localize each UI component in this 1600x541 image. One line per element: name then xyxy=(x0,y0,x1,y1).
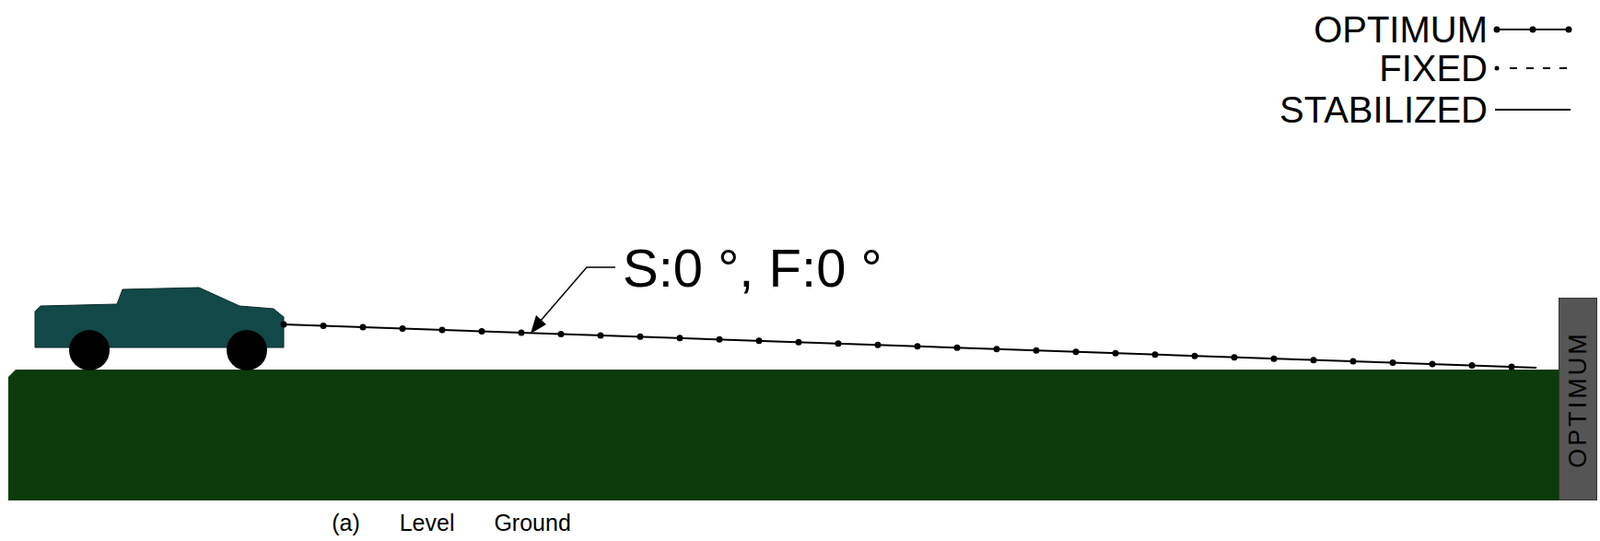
line-dot xyxy=(1231,353,1238,361)
line-dot xyxy=(1508,363,1516,371)
line-dot xyxy=(716,336,724,343)
line-dot xyxy=(597,331,605,339)
line-dot xyxy=(1033,347,1040,354)
line-dot xyxy=(558,330,565,338)
line-dot xyxy=(993,345,1001,352)
truck-wheel xyxy=(69,329,110,371)
line-dot xyxy=(1191,352,1199,360)
line-dot xyxy=(875,341,882,349)
line-dot xyxy=(756,337,763,344)
legend-sample xyxy=(1493,20,1573,39)
angle-label: S:0 °, F:0 ° xyxy=(622,241,883,295)
legend-sample xyxy=(1493,100,1573,119)
line-dot xyxy=(835,339,842,347)
sight-line-dots xyxy=(280,321,1516,371)
legend-row: FIXED xyxy=(1378,49,1573,87)
sight-line xyxy=(283,324,1537,368)
legend-row: OPTIMUM xyxy=(1313,11,1573,48)
legend-sample xyxy=(1493,58,1573,78)
truck-wheel xyxy=(226,329,268,371)
line-dot xyxy=(637,333,644,340)
optimum-post: OPTIMUM xyxy=(1558,297,1598,501)
line-dot xyxy=(1469,362,1476,369)
line-dot xyxy=(1152,350,1159,358)
line-dot xyxy=(954,344,961,351)
line-dot xyxy=(1112,350,1120,357)
line-dot xyxy=(478,327,486,335)
leader-line xyxy=(539,267,616,322)
line-dot xyxy=(1271,355,1278,363)
line-dot xyxy=(1310,356,1318,363)
legend-text: STABILIZED xyxy=(1279,91,1488,129)
line-dot xyxy=(360,323,367,330)
ground xyxy=(8,369,1559,501)
line-dot xyxy=(1389,359,1397,366)
line-dot xyxy=(1429,361,1437,368)
legend-text: FIXED xyxy=(1378,49,1488,87)
line-dot xyxy=(677,334,684,341)
line-dot xyxy=(1350,358,1357,365)
leader-arrowhead xyxy=(530,315,547,334)
post-label: OPTIMUM xyxy=(1565,330,1591,468)
line-dot xyxy=(1073,348,1080,355)
line-dot xyxy=(518,328,526,336)
line-dot xyxy=(320,322,328,329)
figure-caption: (a) Level Ground xyxy=(331,510,572,537)
line-dot xyxy=(439,326,446,333)
line-dot xyxy=(280,321,288,328)
line-dot xyxy=(399,325,407,332)
legend-row: STABILIZED xyxy=(1279,91,1573,129)
line-dot xyxy=(795,338,803,346)
line-dot xyxy=(914,342,922,350)
legend-text: OPTIMUM xyxy=(1313,11,1488,48)
